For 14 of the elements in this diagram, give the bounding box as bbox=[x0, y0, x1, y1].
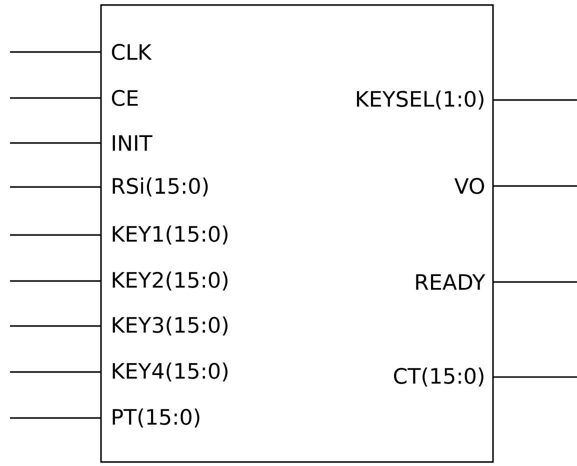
pin-label: KEY2(15:0) bbox=[112, 272, 228, 290]
pin-label: RSi(15:0) bbox=[112, 177, 208, 196]
pin-label: KEY4(15:0) bbox=[112, 362, 228, 382]
pin-label: INIT bbox=[112, 135, 152, 151]
pin-label: KEYSEL(1:0) bbox=[356, 90, 484, 110]
pin-label: CE bbox=[112, 90, 138, 106]
pin-label: KEY1(15:0) bbox=[112, 226, 228, 244]
pin-label: CT(15:0) bbox=[394, 368, 484, 386]
pin-label: PT(15:0) bbox=[112, 408, 200, 428]
block-box bbox=[100, 4, 494, 463]
pin-label: READY bbox=[416, 274, 486, 290]
pin-label: KEY3(15:0) bbox=[112, 316, 228, 336]
pin-label: VO bbox=[454, 178, 484, 194]
pin-label: CLK bbox=[112, 44, 152, 60]
